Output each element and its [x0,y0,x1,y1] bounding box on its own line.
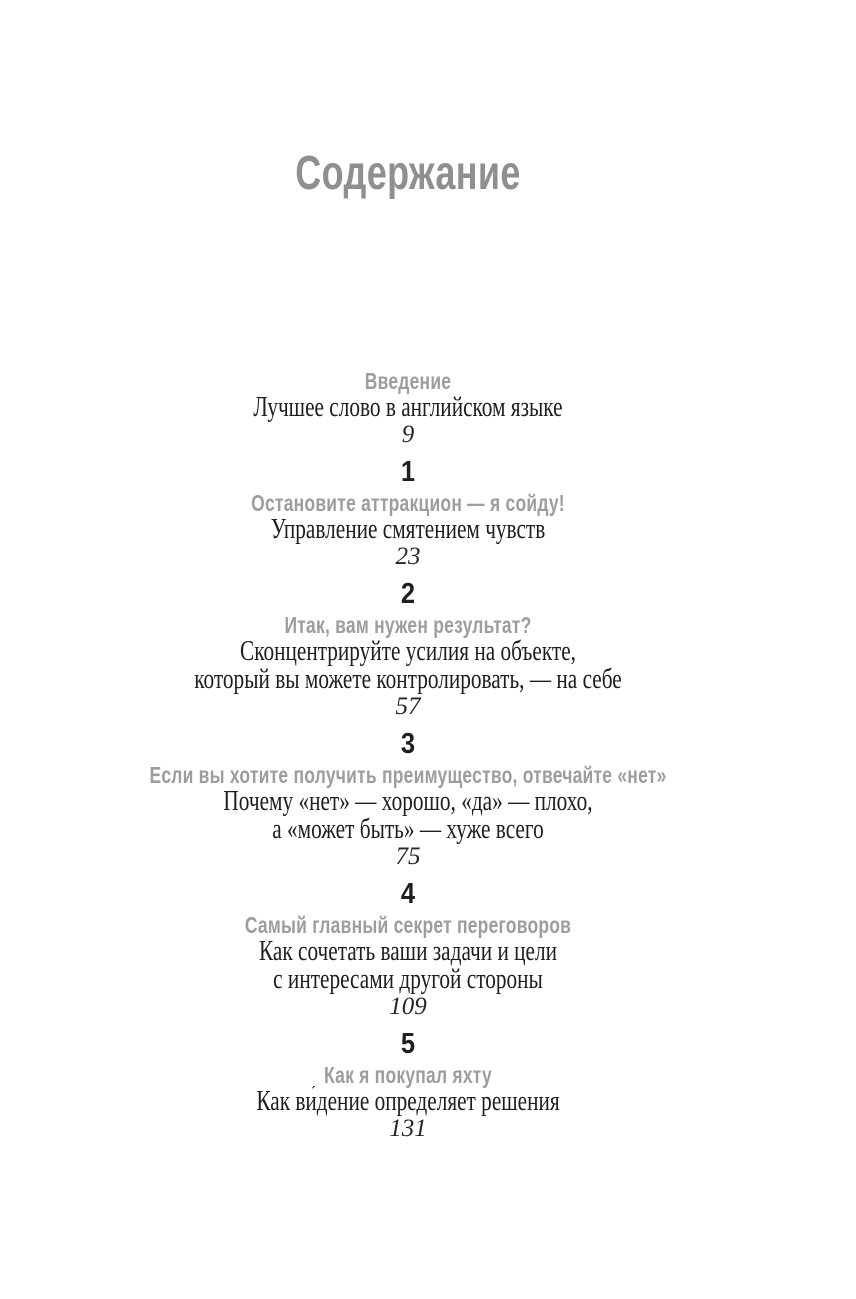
chapter-title: Если вы хотите получить преимущество, от… [149,762,667,788]
chapter-subtitle-line: Как ви́дение определяет решения [256,1086,560,1117]
toc-entry-chapter-3: 3 Если вы хотите получить преимущество, … [0,726,836,870]
toc-entry-chapter-5: 5 Как я покупал яхту Как ви́дение опреде… [0,1026,836,1142]
page-title: Содержание [295,147,521,200]
chapter-subtitle-line: Управление смятением чувств [270,514,546,545]
chapter-title: Самый главный секрет переговоров [244,912,572,938]
chapter-title: Введение [364,368,452,394]
chapter-subtitle-line: Как сочетать ваши задачи и цели [258,936,558,967]
chapter-number: 5 [400,1028,416,1060]
chapter-subtitle-line: Сконцентрируйте усилия на объекте, [240,636,576,667]
toc-entry-chapter-2: 2 Итак, вам нужен результат? Сконцентрир… [0,576,836,720]
toc-entry-chapter-4: 4 Самый главный секрет переговоров Как с… [0,876,836,1020]
chapter-subtitle-line: Лучшее слово в английском языке [253,392,563,423]
chapter-page-number: 131 [389,1115,427,1142]
chapter-number: 1 [400,456,416,488]
table-of-contents: Содержание Введение Лучшее слово в англи… [0,147,836,1142]
chapter-subtitle-line: с интересами другой стороны [273,964,543,995]
chapter-title: Итак, вам нужен результат? [284,612,532,638]
chapter-number: 3 [400,728,416,760]
chapter-page-number: 23 [395,543,421,570]
chapter-number: 2 [400,578,416,610]
chapter-subtitle-line: который вы можете контролировать, — на с… [194,664,622,695]
chapter-page-number: 9 [401,421,415,448]
chapter-page-number: 109 [389,993,427,1020]
chapter-subtitle-line: а «может быть» — хуже всего [272,814,544,845]
chapter-title: Как я покупал яхту [324,1062,492,1088]
toc-entry-introduction: Введение Лучшее слово в английском языке… [0,368,836,448]
chapter-title: Остановите аттракцион — я сойду! [251,490,565,516]
toc-entry-chapter-1: 1 Остановите аттракцион — я сойду! Управ… [0,454,836,570]
chapter-subtitle-line: Почему «нет» — хорошо, «да» — плохо, [223,786,593,817]
chapter-number: 4 [400,878,416,910]
toc-list: Введение Лучшее слово в английском языке… [0,368,836,1142]
chapter-page-number: 57 [395,693,421,720]
chapter-page-number: 75 [395,843,421,870]
